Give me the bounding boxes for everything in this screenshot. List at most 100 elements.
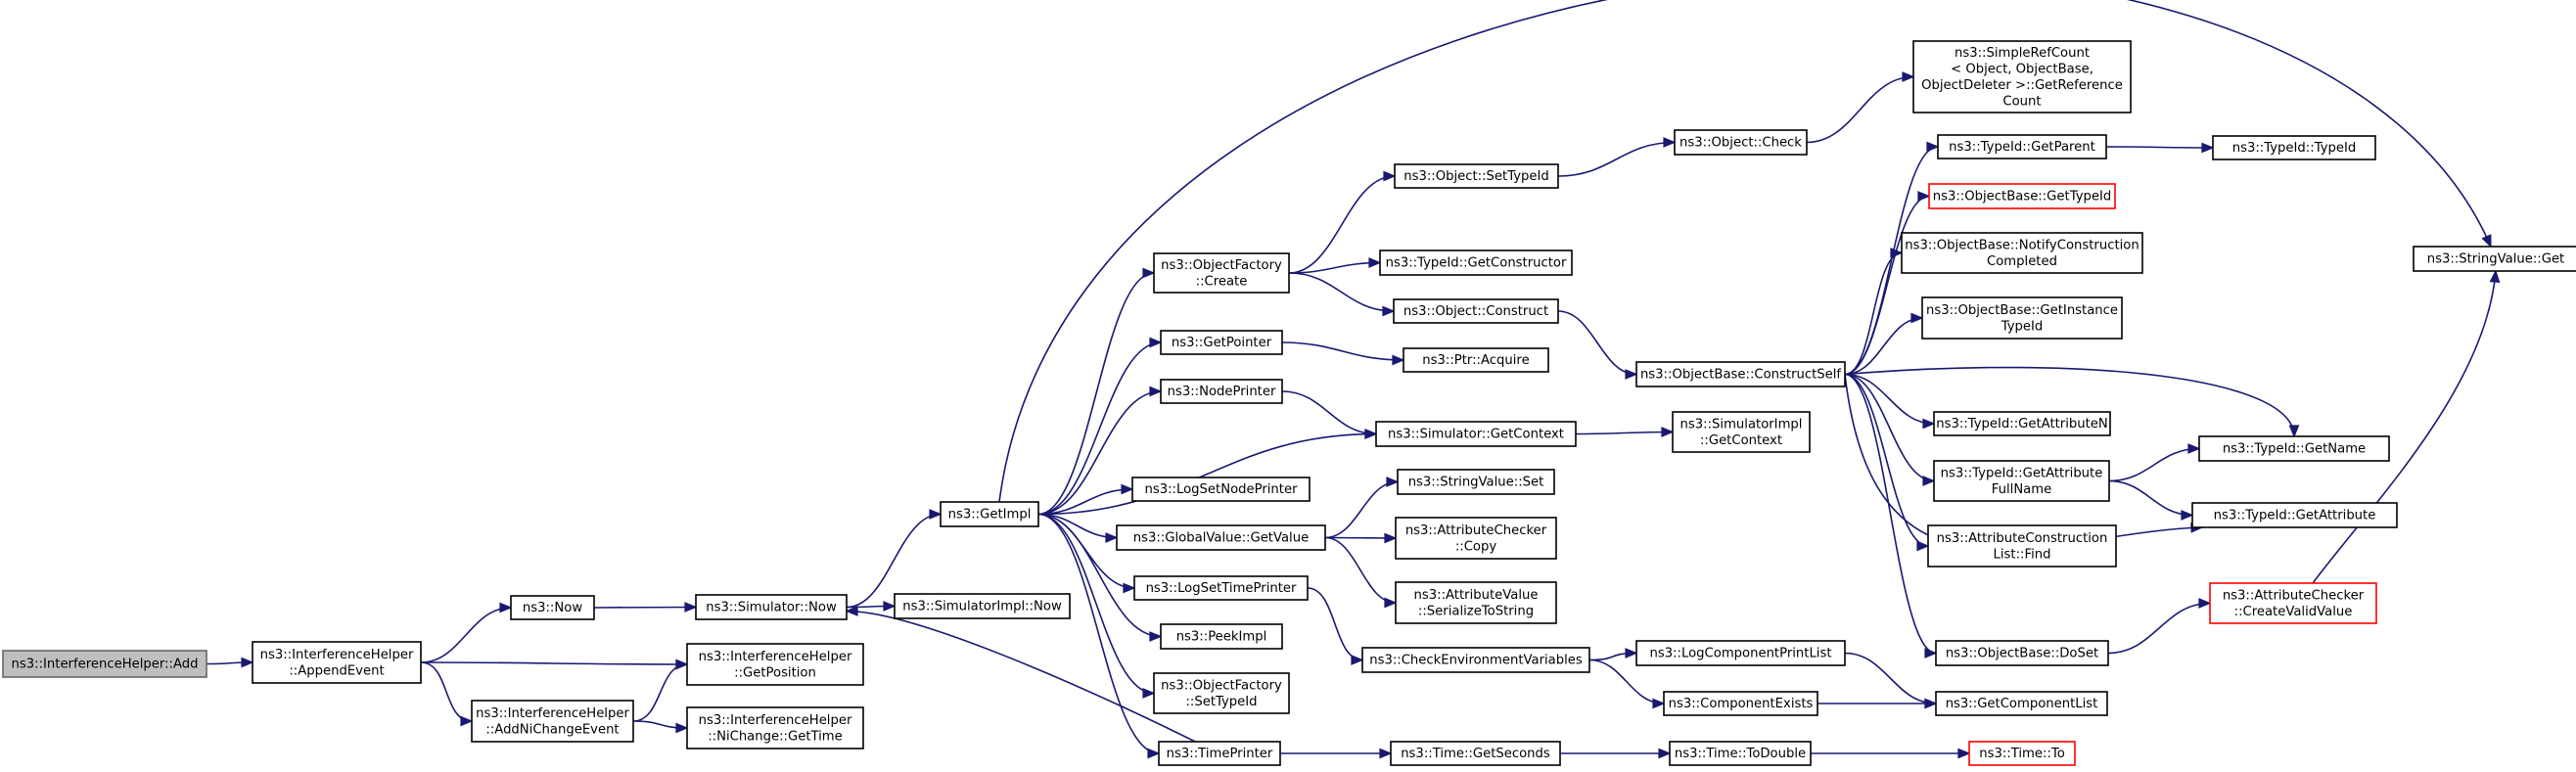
- node-global-value-get-value[interactable]: ns3::GlobalValue::GetValue: [1116, 524, 1326, 551]
- node-log-set-time-printer[interactable]: ns3::LogSetTimePrinter: [1133, 575, 1309, 601]
- edge-line: [846, 513, 942, 609]
- node-box: [1927, 524, 2117, 568]
- node-object-base-construct-self[interactable]: ns3::ObjectBase::ConstructSelf: [1635, 361, 1846, 387]
- edge-line: [420, 661, 688, 665]
- node-string-value-get[interactable]: ns3::StringValue::Get: [2413, 246, 2576, 272]
- edge-line: [1588, 658, 1665, 704]
- node-type-id-type-id[interactable]: ns3::TypeId::TypeId: [2212, 135, 2376, 160]
- node-check-environment-variables[interactable]: ns3::CheckEnvironmentVariables: [1361, 647, 1590, 673]
- node-type-id-get-constructor[interactable]: ns3::TypeId::GetConstructor: [1379, 250, 1573, 276]
- node-simulator-impl-now[interactable]: ns3::SimulatorImpl::Now: [894, 593, 1071, 619]
- node-get-position[interactable]: ns3::InterferenceHelper::GetPosition: [686, 643, 864, 686]
- node-simulator-now[interactable]: ns3::Simulator::Now: [695, 594, 848, 620]
- node-string-value-set[interactable]: ns3::StringValue::Set: [1397, 469, 1555, 495]
- node-box: [1397, 469, 1555, 495]
- node-label: ns3::GetPointer: [1172, 336, 1272, 350]
- node-box: [2212, 135, 2376, 160]
- node-box: [1375, 421, 1577, 447]
- node-get-impl[interactable]: ns3::GetImpl: [940, 501, 1039, 527]
- edge-check-environment-variables-to-log-component-print-list: [1588, 648, 1638, 661]
- node-type-id-get-attribute[interactable]: ns3::TypeId::GetAttribute: [2191, 502, 2398, 528]
- node-get-component-list[interactable]: ns3::GetComponentList: [1935, 691, 2108, 716]
- edge-log-set-time-printer-to-check-environment-variables: [1307, 587, 1364, 665]
- node-box: [1935, 640, 2109, 666]
- node-ptr-acquire[interactable]: ns3::Ptr::Acquire: [1403, 347, 1549, 373]
- node-box: [1669, 741, 1812, 766]
- arrow-head: [2198, 598, 2212, 609]
- node-attribute-checker-copy[interactable]: ns3::AttributeChecker::Copy: [1395, 517, 1557, 560]
- node-log-set-node-printer[interactable]: ns3::LogSetNodePrinter: [1131, 477, 1311, 502]
- node-box: [1928, 183, 2116, 209]
- edge-line: [2105, 146, 2214, 149]
- node-root[interactable]: ns3::InterferenceHelper::Add: [2, 650, 207, 678]
- edge-object-factory-create-to-type-id-get-constructor: [1288, 257, 1382, 274]
- node-label: ns3::ObjectBase::GetInstance: [1926, 303, 2118, 318]
- node-type-id-get-parent[interactable]: ns3::TypeId::GetParent: [1937, 134, 2107, 159]
- node-box: [252, 641, 422, 684]
- node-box: [1935, 691, 2108, 716]
- node-box: [1921, 296, 2123, 340]
- node-type-id-get-attribute-n[interactable]: ns3::TypeId::GetAttributeN: [1933, 411, 2111, 436]
- node-attribute-checker-create-valid-value[interactable]: ns3::AttributeChecker::CreateValidValue: [2209, 582, 2377, 624]
- edge-line: [2108, 479, 2193, 517]
- node-label: ns3::GetImpl: [948, 508, 1032, 522]
- node-attribute-value-serialize[interactable]: ns3::AttributeValue::SerializeToString: [1395, 581, 1557, 624]
- node-object-factory-set-type-id[interactable]: ns3::ObjectFactory::SetTypeId: [1153, 672, 1290, 714]
- node-object-set-type-id[interactable]: ns3::Object::SetTypeId: [1394, 163, 1559, 189]
- node-label: ns3::ObjectBase::GetTypeId: [1933, 190, 2112, 204]
- arrow-head: [499, 602, 513, 613]
- node-time-get-seconds[interactable]: ns3::Time::GetSeconds: [1390, 741, 1561, 766]
- edge-get-impl-to-log-set-node-printer: [1037, 483, 1134, 516]
- node-label: ns3::InterferenceHelper::Add: [12, 658, 199, 672]
- node-time-to[interactable]: ns3::Time::To: [1968, 741, 2076, 766]
- node-label: ns3::TypeId::TypeId: [2232, 141, 2357, 156]
- node-box: [1153, 252, 1290, 294]
- node-box: [1160, 379, 1283, 404]
- node-label: ns3::SimpleRefCount: [1955, 46, 2090, 61]
- node-object-base-get-type-id[interactable]: ns3::ObjectBase::GetTypeId: [1928, 183, 2116, 209]
- arrow-head: [1890, 248, 1904, 258]
- arrow-head: [2481, 234, 2492, 249]
- node-append-event[interactable]: ns3::InterferenceHelper::AppendEvent: [252, 641, 422, 684]
- node-label: ns3::Time::GetSeconds: [1401, 747, 1550, 761]
- arrow-head: [1658, 748, 1672, 759]
- edge-object-base-construct-self-to-object-base-notify-construction-completed: [1844, 248, 1904, 376]
- node-simulator-impl-get-context[interactable]: ns3::SimulatorImpl::GetContext: [1672, 411, 1811, 453]
- node-time-to-double[interactable]: ns3::Time::ToDouble: [1669, 741, 1812, 766]
- node-peek-impl[interactable]: ns3::PeekImpl: [1160, 623, 1283, 650]
- node-label: ns3::GlobalValue::GetValue: [1133, 531, 1309, 546]
- node-object-check[interactable]: ns3::Object::Check: [1674, 129, 1808, 156]
- node-object-base-do-set[interactable]: ns3::ObjectBase::DoSet: [1935, 640, 2109, 666]
- edge-object-base-do-set-to-attribute-checker-create-valid-value: [2107, 598, 2212, 655]
- node-now[interactable]: ns3::Now: [510, 595, 595, 620]
- node-label: ns3::TypeId::GetAttribute: [2214, 509, 2376, 523]
- arrow-head: [1386, 477, 1400, 487]
- node-component-exists[interactable]: ns3::ComponentExists: [1663, 691, 1818, 716]
- node-node-printer[interactable]: ns3::NodePrinter: [1160, 379, 1283, 404]
- node-label: ns3::InterferenceHelper: [476, 706, 629, 721]
- node-log-component-print-list[interactable]: ns3::LogComponentPrintList: [1635, 640, 1846, 666]
- arrow-head: [1663, 137, 1677, 148]
- node-object-construct[interactable]: ns3::Object::Construct: [1393, 298, 1559, 324]
- edge-object-base-construct-self-to-type-id-get-name: [1844, 366, 2300, 438]
- node-simulator-get-context[interactable]: ns3::Simulator::GetContext: [1375, 421, 1577, 447]
- node-get-pointer[interactable]: ns3::GetPointer: [1160, 330, 1283, 355]
- edge-line: [1806, 75, 1914, 144]
- node-box: [1635, 361, 1846, 387]
- node-label: ns3::AttributeValue: [1414, 588, 1539, 603]
- node-type-id-get-name[interactable]: ns3::TypeId::GetName: [2198, 435, 2390, 462]
- node-label: ns3::StringValue::Set: [1408, 476, 1544, 490]
- node-add-ni-change-event[interactable]: ns3::InterferenceHelper::AddNiChangeEven…: [471, 700, 634, 743]
- node-time-printer[interactable]: ns3::TimePrinter: [1158, 741, 1281, 766]
- edge-line: [1288, 175, 1396, 274]
- node-object-base-notify-construction-completed[interactable]: ns3::ObjectBase::NotifyConstructionCompl…: [1901, 232, 2143, 274]
- node-simple-ref-count-get-reference-count[interactable]: ns3::SimpleRefCount< Object, ObjectBase,…: [1912, 40, 2132, 114]
- edge-now-to-simulator-now: [593, 602, 698, 613]
- edge-object-base-construct-self-to-object-base-get-type-id: [1844, 191, 1931, 376]
- node-ni-change-get-time[interactable]: ns3::InterferenceHelper::NiChange::GetTi…: [686, 706, 864, 749]
- edge-line: [420, 661, 473, 722]
- node-object-factory-create[interactable]: ns3::ObjectFactory::Create: [1153, 252, 1290, 294]
